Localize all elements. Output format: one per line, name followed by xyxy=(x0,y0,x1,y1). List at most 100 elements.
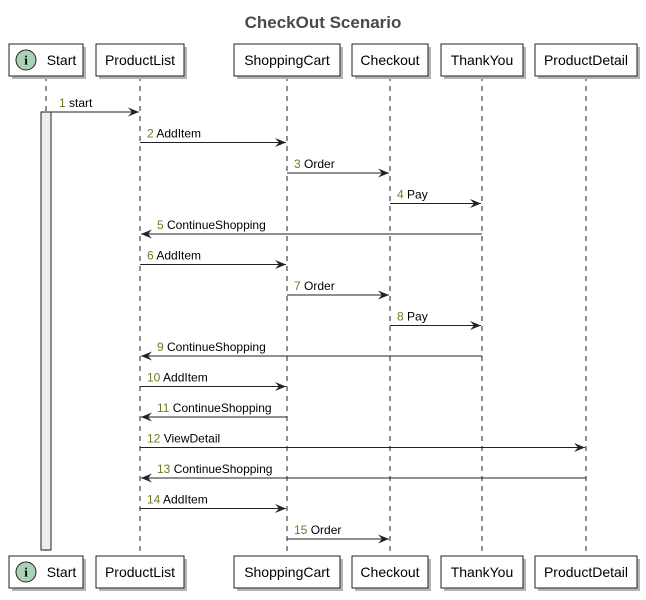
participant-label: Checkout xyxy=(360,564,419,580)
message-text: ViewDetail xyxy=(164,432,220,446)
participant-label: ProductList xyxy=(105,564,175,580)
arrowhead-icon xyxy=(141,351,152,361)
participant-shoppingcart-top: ShoppingCart xyxy=(233,43,343,79)
participant-label: ShoppingCart xyxy=(244,564,330,580)
message-number: 12 xyxy=(147,432,164,446)
message-11: 11 ContinueShopping xyxy=(141,401,287,422)
message-text: AddItem xyxy=(156,249,201,263)
participant-box xyxy=(233,43,341,77)
message-3: 3 Order xyxy=(287,157,389,178)
participants-bottom: i Start ProductList ShoppingCart Checkout Tha… xyxy=(8,555,640,591)
message-text: Pay xyxy=(407,310,428,324)
message-label: 14 AddItem xyxy=(147,493,208,507)
message-number: 8 xyxy=(397,310,407,324)
activation-bars xyxy=(40,111,52,551)
message-13: 13 ContinueShopping xyxy=(141,462,586,483)
info-badge-icon xyxy=(15,561,37,583)
arrowhead-icon xyxy=(378,290,389,300)
message-text: ContinueShopping xyxy=(174,462,273,476)
participant-productlist-top: ProductList xyxy=(95,43,187,79)
participant-box xyxy=(440,555,524,589)
arrowhead-icon xyxy=(275,382,286,391)
arrowhead-icon xyxy=(378,534,389,544)
participant-box xyxy=(534,555,638,589)
participant-label: Start xyxy=(47,52,77,68)
participant-productdetail-top: ProductDetail xyxy=(534,43,640,79)
messages: 1 start 2 AddItem 3 Order 4 Pay 5 ContinueSh… xyxy=(51,96,586,544)
participant-label: ShoppingCart xyxy=(244,52,330,68)
participant-box xyxy=(440,43,524,77)
participant-label: ThankYou xyxy=(451,564,514,580)
message-number: 10 xyxy=(147,371,163,385)
message-7: 7 Order xyxy=(287,279,389,300)
message-label: 5 ContinueShopping xyxy=(157,218,266,232)
message-label: 11 ContinueShopping xyxy=(157,401,272,415)
participant-label: ThankYou xyxy=(451,52,514,68)
message-label: 9 ContinueShopping xyxy=(157,340,266,354)
message-number: 7 xyxy=(294,279,304,293)
arrowhead-icon xyxy=(128,107,139,117)
message-1: 1 start xyxy=(51,96,139,117)
message-text: AddItem xyxy=(156,127,201,141)
message-label: 1 start xyxy=(59,96,93,110)
message-4: 4 Pay xyxy=(390,188,481,208)
message-number: 2 xyxy=(147,127,156,141)
message-label: 6 AddItem xyxy=(147,249,201,263)
message-9: 9 ContinueShopping xyxy=(141,340,482,361)
message-text: ContinueShopping xyxy=(173,401,272,415)
arrowhead-icon xyxy=(275,260,286,269)
participant-label: Start xyxy=(47,564,77,580)
message-text: Order xyxy=(304,279,335,293)
message-label: 12 ViewDetail xyxy=(147,432,220,446)
arrowhead-icon xyxy=(470,199,481,208)
message-text: Order xyxy=(304,157,335,171)
message-label: 4 Pay xyxy=(397,188,428,202)
message-number: 1 xyxy=(59,96,69,110)
participant-box xyxy=(233,555,341,589)
participant-label: ProductDetail xyxy=(544,564,628,580)
message-10: 10 AddItem xyxy=(140,371,286,391)
participant-thankyou-top: ThankYou xyxy=(440,43,526,79)
message-12: 12 ViewDetail xyxy=(140,432,585,452)
arrowhead-icon xyxy=(141,473,152,483)
arrowhead-icon xyxy=(141,229,152,239)
message-number: 9 xyxy=(157,340,167,354)
message-label: 13 ContinueShopping xyxy=(157,462,272,476)
message-label: 2 AddItem xyxy=(147,127,201,141)
message-number: 13 xyxy=(157,462,174,476)
participant-box xyxy=(95,43,185,77)
message-8: 8 Pay xyxy=(390,310,481,330)
participant-label: ProductList xyxy=(105,52,175,68)
participant-checkout-bottom: Checkout xyxy=(351,555,431,591)
participant-box xyxy=(95,555,185,589)
arrowhead-icon xyxy=(574,443,585,452)
participant-box xyxy=(534,43,638,77)
message-text: start xyxy=(69,96,93,110)
arrowhead-icon xyxy=(275,138,286,147)
message-label: 7 Order xyxy=(294,279,335,293)
info-badge-icon xyxy=(15,49,37,71)
message-text: ContinueShopping xyxy=(167,218,266,232)
message-label: 10 AddItem xyxy=(147,371,208,385)
participant-box xyxy=(351,555,429,589)
message-6: 6 AddItem xyxy=(140,249,286,269)
message-14: 14 AddItem xyxy=(140,493,286,513)
message-15: 15 Order xyxy=(287,523,389,544)
message-label: 3 Order xyxy=(294,157,335,171)
lifelines xyxy=(45,76,587,556)
message-label: 8 Pay xyxy=(397,310,428,324)
message-number: 14 xyxy=(147,493,163,507)
arrowhead-icon xyxy=(378,168,389,178)
message-text: AddItem xyxy=(163,371,208,385)
participant-checkout-top: Checkout xyxy=(351,43,431,79)
message-number: 11 xyxy=(157,401,173,415)
info-badge-letter: i xyxy=(24,565,28,580)
message-number: 4 xyxy=(397,188,407,202)
message-text: ContinueShopping xyxy=(167,340,266,354)
message-number: 3 xyxy=(294,157,304,171)
arrowhead-icon xyxy=(275,504,286,513)
arrowhead-icon xyxy=(470,321,481,330)
